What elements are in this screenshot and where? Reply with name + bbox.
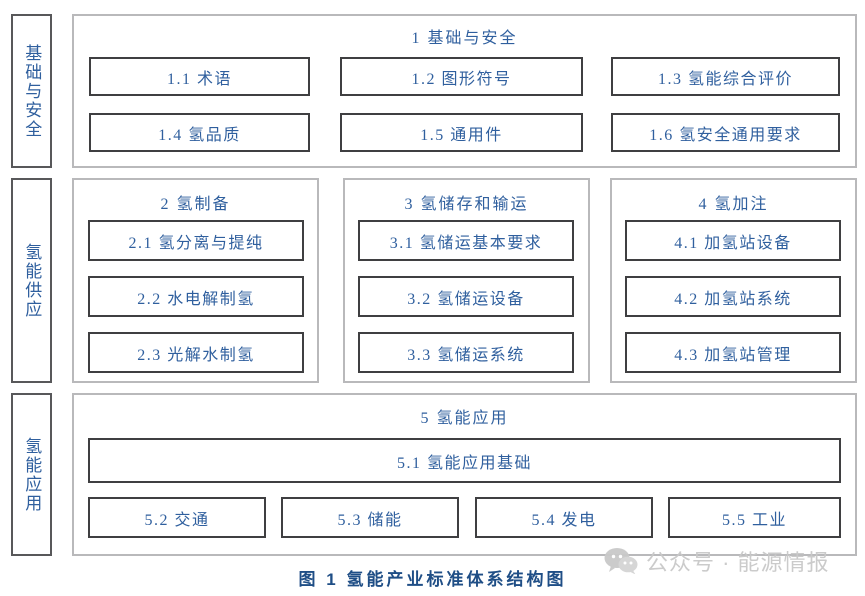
watermark-text: 公众号 · 能源情报 [646, 550, 830, 575]
wechat-icon [604, 548, 638, 574]
item-1-3[interactable]: 1.3 氢能综合评价 [611, 57, 840, 96]
item-label: 4.3 加氢站管理 [674, 346, 792, 364]
item-1-2[interactable]: 1.2 图形符号 [340, 57, 583, 96]
item-label: 1.6 氢安全通用要求 [649, 126, 802, 144]
item-label: 1.1 术语 [166, 70, 232, 88]
item-4-3[interactable]: 4.3 加氢站管理 [625, 332, 841, 373]
item-5-5[interactable]: 5.5 工业 [668, 497, 841, 538]
item-1-4[interactable]: 1.4 氢品质 [89, 113, 310, 152]
item-4-2[interactable]: 4.2 加氢站系统 [625, 276, 841, 317]
item-label: 1.2 图形符号 [411, 70, 512, 88]
item-2-3[interactable]: 2.3 光解水制氢 [88, 332, 304, 373]
group-heading-4: 4 氢加注 [698, 196, 769, 213]
item-2-1[interactable]: 2.1 氢分离与提纯 [88, 220, 304, 261]
item-label: 3.1 氢储运基本要求 [389, 234, 543, 252]
item-label: 1.3 氢能综合评价 [657, 70, 793, 88]
item-label: 4.1 加氢站设备 [674, 234, 792, 252]
item-2-2[interactable]: 2.2 水电解制氢 [88, 276, 304, 317]
figure-caption: 图 1 氢能产业标准体系结构图 [298, 570, 567, 589]
item-5-4[interactable]: 5.4 发电 [475, 497, 653, 538]
item-label: 5.5 工业 [721, 511, 787, 529]
rail-label-text: 基础与安全 [22, 43, 42, 139]
item-label: 2.2 水电解制氢 [137, 290, 255, 308]
item-label: 2.1 氢分离与提纯 [128, 234, 264, 252]
item-1-5[interactable]: 1.5 通用件 [340, 113, 583, 152]
rail-label-hydrogen-supply: 氢能供应 [11, 178, 52, 383]
rail-label-hydrogen-application: 氢能应用 [11, 393, 52, 556]
group-heading-3: 3 氢储存和输运 [404, 196, 529, 213]
item-label: 1.4 氢品质 [158, 126, 241, 144]
item-1-6[interactable]: 1.6 氢安全通用要求 [611, 113, 840, 152]
item-label: 3.2 氢储运设备 [407, 290, 525, 308]
item-label: 3.3 氢储运系统 [407, 346, 525, 364]
item-5-2[interactable]: 5.2 交通 [88, 497, 266, 538]
item-3-3[interactable]: 3.3 氢储运系统 [358, 332, 574, 373]
section-heading-5: 5 氢能应用 [420, 410, 509, 427]
group-heading-2: 2 氢制备 [160, 196, 231, 213]
item-3-2[interactable]: 3.2 氢储运设备 [358, 276, 574, 317]
item-label: 5.2 交通 [144, 511, 210, 529]
rail-label-foundation-and-safety: 基础与安全 [11, 14, 52, 168]
item-5-1[interactable]: 5.1 氢能应用基础 [88, 438, 841, 483]
item-label: 1.5 通用件 [420, 126, 503, 144]
item-4-1[interactable]: 4.1 加氢站设备 [625, 220, 841, 261]
item-label: 2.3 光解水制氢 [137, 346, 255, 364]
item-1-1[interactable]: 1.1 术语 [89, 57, 310, 96]
section-heading-1: 1 基础与安全 [411, 30, 518, 47]
item-5-3[interactable]: 5.3 储能 [281, 497, 459, 538]
rail-label-text: 氢能应用 [22, 436, 42, 513]
item-label: 5.4 发电 [531, 511, 597, 529]
item-3-1[interactable]: 3.1 氢储运基本要求 [358, 220, 574, 261]
watermark: 公众号 · 能源情报 [604, 545, 830, 577]
item-label: 5.3 储能 [337, 511, 403, 529]
item-label: 5.1 氢能应用基础 [396, 454, 532, 472]
item-label: 4.2 加氢站系统 [674, 290, 792, 308]
rail-label-text: 氢能供应 [22, 242, 42, 319]
